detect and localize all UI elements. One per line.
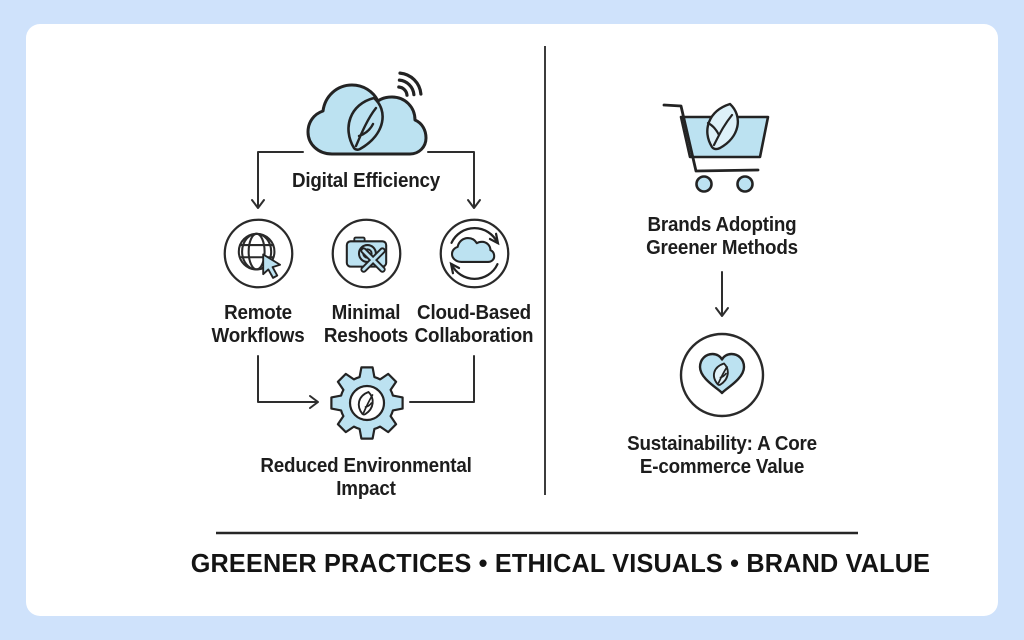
globe-cursor-icon — [223, 218, 294, 289]
cloud-leaf-wifi-icon — [306, 71, 428, 156]
infographic-card — [26, 24, 998, 616]
sustainability-label: Sustainability: A Core E-commerce Value — [627, 433, 817, 478]
cloud-collaboration-label: Cloud-Based Collaboration — [414, 302, 534, 347]
heart-leaf-icon — [679, 332, 765, 418]
gear-leaf-icon — [330, 366, 404, 440]
footer-headline: GREENER PRACTICES • ETHICAL VISUALS • BR… — [190, 548, 931, 578]
minimal-reshoots-label: Minimal Reshoots — [323, 302, 409, 347]
remote-workflows-label: Remote Workflows — [211, 302, 305, 347]
reduced-impact-label: Reduced Environmental Impact — [260, 455, 472, 500]
camera-crossed-icon — [331, 218, 402, 289]
brands-adopting-label: Brands Adopting Greener Methods — [646, 214, 798, 259]
cloud-sync-icon — [439, 218, 510, 289]
digital-efficiency-label: Digital Efficiency — [291, 170, 441, 192]
cart-leaf-icon — [662, 102, 770, 193]
